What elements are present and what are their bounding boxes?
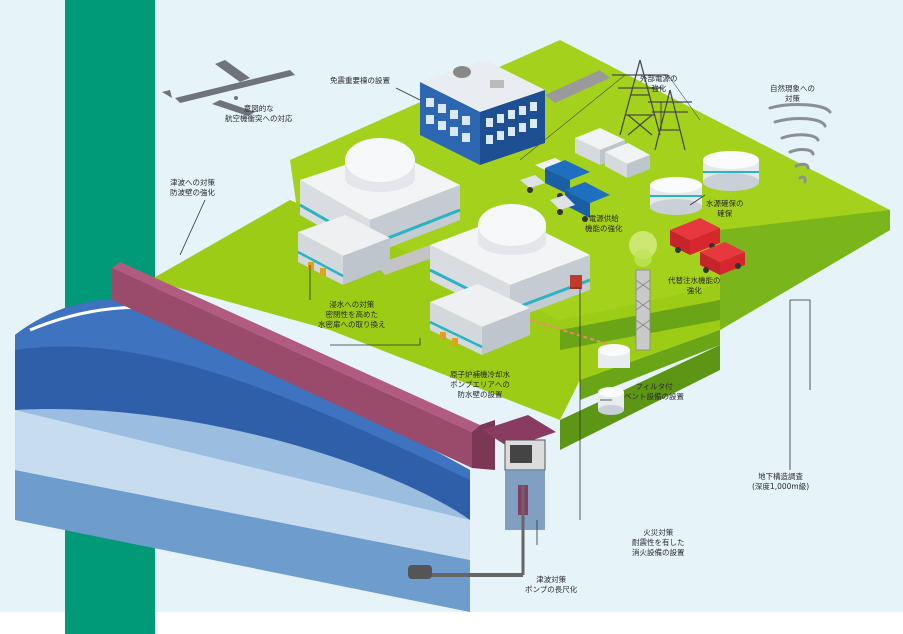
label-aircraft-impact: 意図的な 航空機衝突への対応 — [225, 104, 293, 124]
label-filter-vent-line2: ベント設備の設置 — [624, 392, 684, 401]
label-pump-protection-line1: 津波対策 — [536, 575, 567, 584]
label-natural-phenomena: 自然現象への 対策 — [770, 84, 815, 104]
label-underground-survey-line2: (深度1,000m級) — [752, 482, 810, 491]
label-emergency-office-line1: 免震重要棟の設置 — [330, 76, 390, 85]
water-tanks — [598, 151, 759, 415]
leader-lines — [179, 87, 811, 545]
label-emergency-office: 免震重要棟の設置 — [330, 76, 390, 86]
label-water-injection-line2: 強化 — [686, 286, 702, 295]
bottom-margin — [0, 612, 903, 634]
label-pump-area-wall-line2: ポンプエリアへの — [450, 380, 510, 389]
label-natural-phenomena-line2: 対策 — [785, 94, 800, 103]
label-filter-vent: フィルタ付 ベント設備の設置 — [624, 382, 684, 402]
label-watertight-doors-line2: 密閉性を高めた — [325, 310, 379, 319]
emergency-response-building — [420, 60, 545, 165]
label-water-source-line2: 確保 — [717, 209, 733, 218]
label-pump-protection: 津波対策 ポンプの長尺化 — [525, 575, 577, 595]
label-underground-survey-line1: 地下構造調査 — [758, 472, 804, 481]
label-fire-protection: 火災対策 耐震性を有した 消火設備の設置 — [632, 528, 685, 558]
pump-pit — [408, 415, 556, 579]
power-supply-vehicles — [520, 158, 610, 222]
label-external-power-line2: 強化 — [651, 84, 667, 93]
reactor-building-2 — [429, 204, 611, 355]
label-aircraft-impact-line1: 意図的な — [243, 104, 274, 113]
label-water-source-line1: 水源確保の — [706, 199, 744, 208]
label-pump-area-wall-line1: 原子炉補機冷却水 — [450, 370, 510, 379]
label-tsunami-wall-line1: 津波への対策 — [170, 178, 215, 187]
label-pump-area-wall: 原子炉補機冷却水 ポンプエリアへの 防水壁の設置 — [450, 370, 510, 400]
label-pump-area-wall-line3: 防水壁の設置 — [457, 390, 503, 399]
fire-trucks — [670, 218, 745, 275]
label-underground-survey: 地下構造調査 (深度1,000m級) — [752, 472, 809, 492]
label-water-source: 水源確保の 確保 — [706, 199, 744, 219]
label-watertight-doors-line3: 水密扉への取り換え — [318, 320, 386, 329]
label-power-vehicles-line1: 電源供給 — [588, 214, 619, 223]
label-external-power-line1: 外部電源の — [640, 74, 678, 83]
label-watertight-doors: 浸水への対策 密閉性を高めた 水密扉への取り換え — [318, 300, 386, 330]
label-filter-vent-line1: フィルタ付 — [635, 382, 673, 391]
switchgear — [575, 128, 650, 178]
label-watertight-doors-line1: 浸水への対策 — [329, 300, 375, 309]
label-external-power: 外部電源の 強化 — [640, 74, 678, 94]
airplane-icon — [162, 60, 295, 116]
label-tsunami-wall-line2: 防波壁の強化 — [170, 188, 215, 197]
transmission-tower-icon — [519, 59, 701, 161]
label-power-vehicles-line2: 機能の強化 — [585, 224, 623, 233]
label-tsunami-wall: 津波への対策 防波壁の強化 — [170, 178, 215, 198]
reactor-building-1 — [297, 138, 461, 285]
label-pump-protection-line2: ポンプの長尺化 — [525, 585, 578, 594]
label-fire-protection-line2: 耐震性を有した — [632, 538, 685, 547]
tornado-icon — [768, 103, 832, 184]
label-water-injection: 代替注水機能の 強化 — [668, 276, 721, 296]
water-spray-tower — [629, 231, 657, 351]
sea — [15, 290, 470, 612]
label-natural-phenomena-line1: 自然現象への — [770, 84, 815, 93]
label-fire-protection-line3: 消火設備の設置 — [632, 548, 685, 557]
label-fire-protection-line1: 火災対策 — [643, 528, 674, 537]
label-power-vehicles: 電源供給 機能の強化 — [585, 214, 623, 234]
label-aircraft-impact-line2: 航空機衝突への対応 — [225, 114, 293, 123]
label-water-injection-line1: 代替注水機能の — [668, 276, 721, 285]
